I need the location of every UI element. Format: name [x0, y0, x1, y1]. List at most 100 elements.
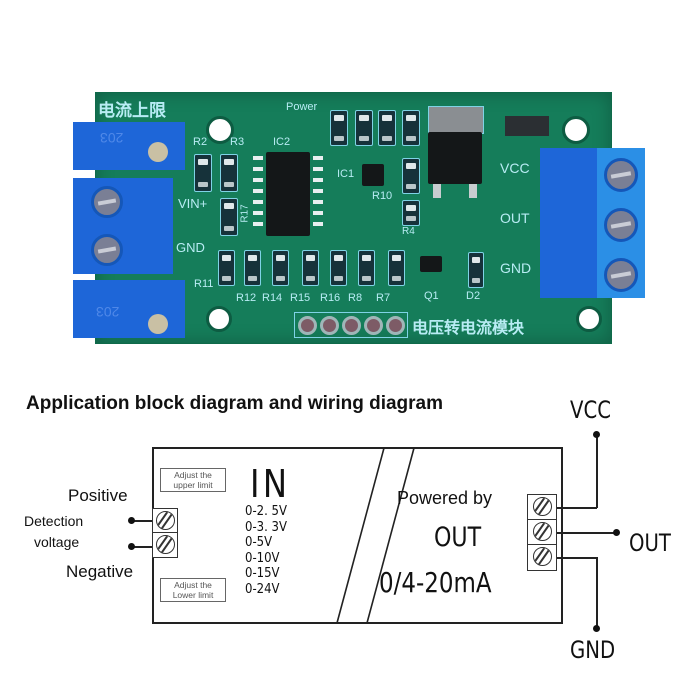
out-label: OUT: [629, 529, 671, 557]
screw-terminal-icon: [533, 547, 552, 566]
resistor: [355, 110, 373, 146]
resistor-r4: [402, 200, 420, 226]
output-terminal-vcc: [527, 494, 557, 521]
negative-wire: [132, 546, 152, 548]
resistor-r16: [330, 250, 347, 286]
input-terminal-block: [73, 178, 173, 274]
out-label: OUT: [500, 210, 530, 226]
resistor-r17: [220, 198, 238, 236]
input-range-item: 0-2. 5V: [245, 504, 288, 519]
negative-node-dot: [128, 543, 135, 550]
r4-label: R4: [402, 226, 415, 237]
adjust-lower-hint: Adjust the Lower limit: [160, 578, 226, 602]
gnd-right-label: GND: [500, 260, 532, 276]
input-range-item: 0-10V: [245, 550, 280, 566]
input-negative-screw-icon[interactable]: [91, 234, 123, 266]
negative-label: Negative: [66, 562, 134, 581]
vcc-wire-v: [596, 435, 598, 508]
out-inner-label: OUT: [434, 522, 482, 553]
input-range-item: 0-24V: [245, 581, 280, 597]
resistor-r8: [358, 250, 375, 286]
screw-terminal-icon: [156, 511, 175, 530]
vcc-label: VCC: [500, 160, 530, 176]
regulator-pin: [433, 184, 441, 198]
mount-hole: [206, 116, 234, 144]
screw-terminal-icon: [533, 522, 552, 541]
lower-limit-potentiometer[interactable]: [73, 280, 185, 338]
r17-label: R17: [239, 204, 251, 223]
vin-plus-label: VIN+: [178, 196, 208, 211]
output-range-label: 0/4-20mA: [379, 566, 492, 599]
pot-adjust-screw-icon[interactable]: [148, 314, 168, 334]
bottom-resistor-label: R7: [376, 292, 391, 304]
bottom-resistor-label: R15: [290, 292, 311, 304]
positive-node-dot: [128, 517, 135, 524]
resistor: [402, 110, 420, 146]
upper-limit-potentiometer[interactable]: [73, 122, 185, 170]
upper-limit-cn-label: 电流上限: [98, 101, 166, 120]
header-pin: [320, 316, 339, 335]
ic2-pins: [253, 156, 263, 232]
led-d2: [468, 252, 484, 288]
vcc-wire-h: [557, 507, 597, 509]
gnd-left-label: GND: [176, 240, 205, 255]
bottom-resistor-label: R12: [236, 292, 257, 304]
gnd-screw-icon[interactable]: [604, 258, 638, 292]
positive-wire: [132, 520, 152, 522]
resistor-r11: [218, 250, 235, 286]
mount-hole: [206, 306, 232, 332]
input-range-item: 0-5V: [245, 535, 273, 550]
adjust-upper-hint: Adjust the upper limit: [160, 468, 226, 492]
vcc-label: VCC: [570, 396, 611, 424]
detection-label: Detection: [24, 513, 84, 529]
header-pin: [364, 316, 383, 335]
mount-hole: [562, 116, 590, 144]
in-label: IN: [250, 462, 291, 506]
voltage-regulator: [428, 132, 482, 184]
out-screw-icon[interactable]: [604, 208, 638, 242]
module-cn-label: 电压转电流模块: [412, 320, 525, 337]
pot-adjust-screw-icon[interactable]: [148, 142, 168, 162]
pot-marking: 203: [96, 304, 120, 320]
power-label: Power: [286, 101, 318, 113]
adjust-lower-line2: Lower limit: [172, 590, 214, 600]
regulator-tab: [428, 106, 484, 134]
regulator-pin: [469, 184, 477, 198]
ic1-chip: [362, 164, 384, 186]
output-terminal-block: [540, 148, 598, 298]
gnd-wire-h: [557, 557, 597, 559]
input-positive-screw-icon[interactable]: [91, 186, 123, 218]
d2-label: D2: [466, 290, 481, 302]
screw-terminal-icon: [533, 497, 552, 516]
vcc-node-dot: [593, 431, 600, 438]
resistor-r3: [220, 154, 238, 192]
mount-hole: [576, 306, 602, 332]
input-range-item: 0-15V: [245, 566, 280, 581]
bottom-resistor-label: R14: [262, 292, 283, 304]
q1-label: Q1: [424, 290, 439, 302]
r3-label: R3: [230, 136, 245, 148]
resistor-r2: [194, 154, 212, 192]
out-wire: [557, 532, 615, 534]
gnd-wire-v: [596, 557, 598, 627]
transistor-q1: [420, 256, 442, 272]
powered-by-label: Powered by: [397, 488, 493, 508]
input-terminal-positive: [152, 508, 178, 534]
bottom-resistor-label: R8: [348, 292, 363, 304]
diagram-title: Application block diagram and wiring dia…: [26, 393, 444, 414]
divider-line-left: [336, 447, 385, 624]
ic2-pins: [313, 156, 323, 232]
header-pin: [298, 316, 317, 335]
input-range-item: 0-3. 3V: [245, 519, 288, 535]
out-node-dot: [613, 529, 620, 536]
adjust-lower-line1: Adjust the: [174, 580, 212, 590]
ic2-chip: [266, 152, 310, 236]
header-pin: [342, 316, 361, 335]
pot-marking: 203: [100, 130, 124, 146]
divider-line-right: [366, 447, 415, 624]
power-led: [330, 110, 348, 146]
gnd-label: GND: [570, 636, 616, 664]
vcc-screw-icon[interactable]: [604, 158, 638, 192]
resistor-r10: [402, 158, 420, 194]
